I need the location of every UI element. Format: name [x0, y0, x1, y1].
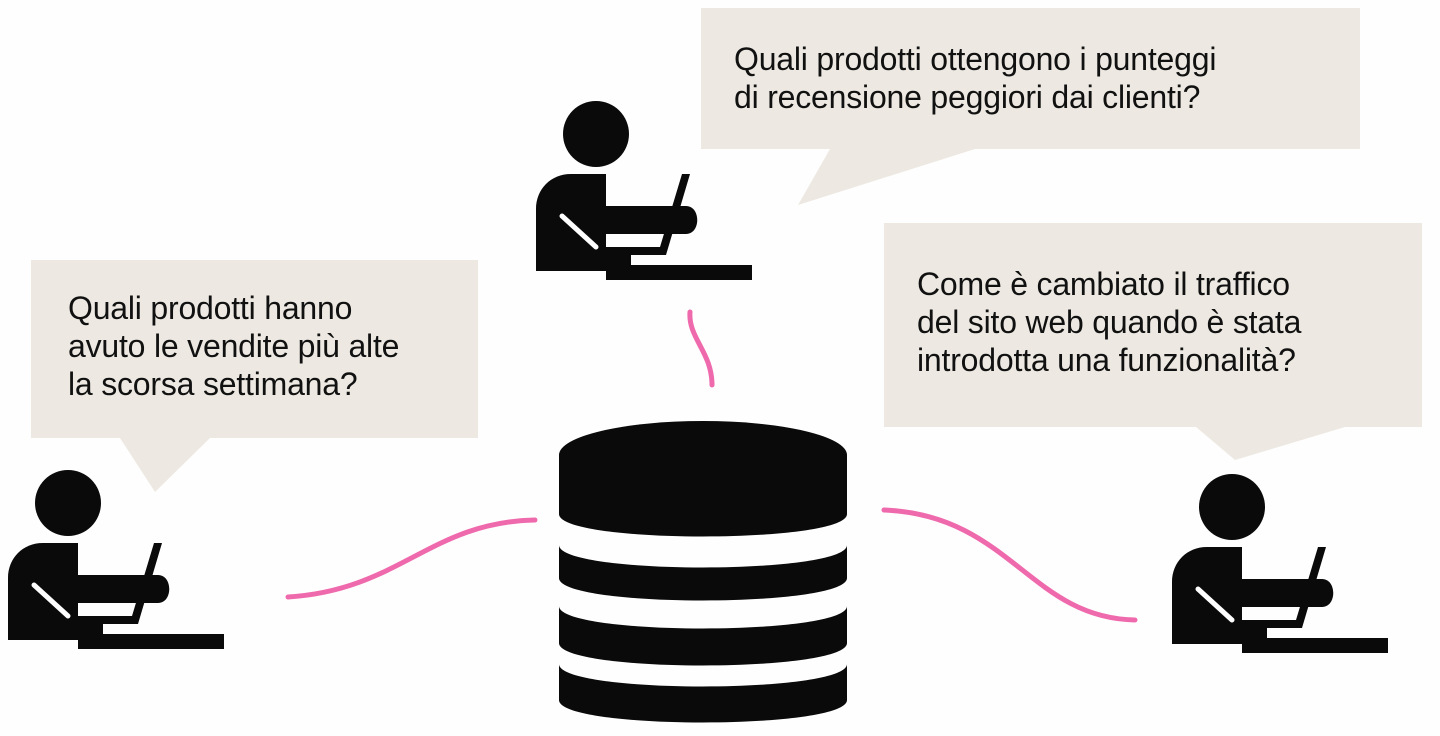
question-left-line-3: la scorsa settimana?	[68, 366, 358, 402]
question-top-line-2: di recensione peggiori dai clienti?	[734, 79, 1201, 115]
question-left-line-1: Quali prodotti hanno	[68, 290, 353, 326]
database-icon	[559, 421, 847, 723]
user-left-icon	[8, 470, 224, 649]
speech-bubble-left	[31, 260, 478, 492]
question-right-line-3: introdotta una funzionalità?	[917, 342, 1296, 378]
connector-top	[687, 309, 715, 388]
speech-bubble-top	[701, 8, 1360, 205]
user-right-icon	[1172, 474, 1388, 653]
question-left-line-2: avuto le vendite più alte	[68, 328, 400, 364]
question-top-line-1: Quali prodotti ottengono i punteggi	[734, 41, 1217, 77]
connector-left	[285, 517, 538, 600]
question-right: Come è cambiato il traffico del sito web…	[917, 265, 1301, 379]
question-right-line-1: Come è cambiato il traffico	[917, 266, 1290, 302]
speech-bubble-right	[884, 223, 1422, 460]
connector-right	[881, 507, 1138, 623]
question-top: Quali prodotti ottengono i punteggi di r…	[734, 40, 1216, 116]
question-right-line-2: del sito web quando è stata	[917, 304, 1302, 340]
question-left: Quali prodotti hanno avuto le vendite pi…	[68, 289, 399, 403]
